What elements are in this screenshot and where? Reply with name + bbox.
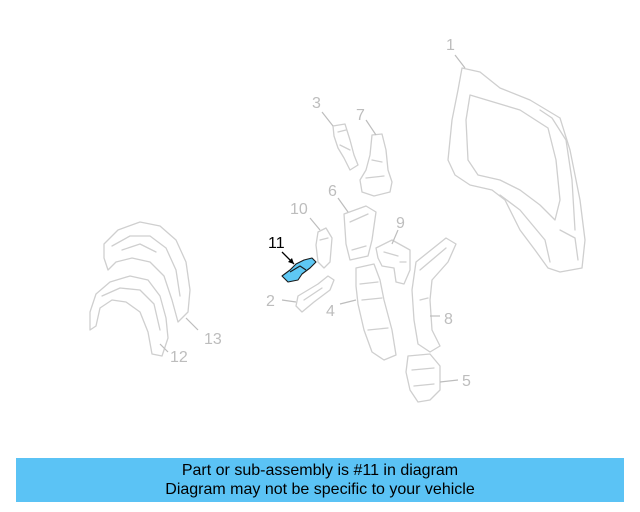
part-10-gusset: [315, 227, 333, 269]
part-6-pillar-bracket: [343, 205, 377, 261]
callout-9: 9: [396, 215, 405, 232]
callout-5: 5: [462, 373, 471, 390]
part-7-reinforcement: [359, 133, 393, 197]
callout-3: 3: [312, 95, 321, 112]
info-banner: Part or sub-assembly is #11 in diagram D…: [16, 458, 624, 502]
part-13-wheel-house: [103, 221, 191, 323]
part-3-bracket: [332, 123, 359, 171]
banner-line-part: Part or sub-assembly is #11 in diagram: [181, 462, 459, 479]
callout-6: 6: [328, 183, 337, 200]
part-8-extension: [411, 237, 457, 353]
arrowhead-icon: [288, 258, 294, 264]
parts-diagram: 1 2 3 4 5 6 7 8 9 10 11 12 13: [89, 37, 586, 403]
part-9-clip: [375, 239, 411, 285]
callout-8: 8: [444, 311, 453, 328]
callout-13: 13: [204, 331, 222, 348]
part-5-lower-bracket: [405, 353, 441, 403]
banner-line-disclaimer: Diagram may not be specific to your vehi…: [165, 481, 475, 498]
callout-4: 4: [326, 303, 335, 320]
part-4-inner-panel: [355, 263, 397, 361]
part-12-wheel-liner: [89, 275, 169, 357]
callout-12: 12: [170, 349, 188, 366]
part-11-highlighted[interactable]: [281, 257, 317, 283]
callout-11[interactable]: 11: [268, 235, 285, 252]
callout-10: 10: [290, 201, 308, 218]
callout-7: 7: [356, 107, 365, 124]
callout-1: 1: [446, 37, 455, 54]
callout-2: 2: [266, 293, 275, 310]
part-1-quarter-panel: [447, 67, 586, 273]
part-2-brace: [295, 275, 335, 313]
